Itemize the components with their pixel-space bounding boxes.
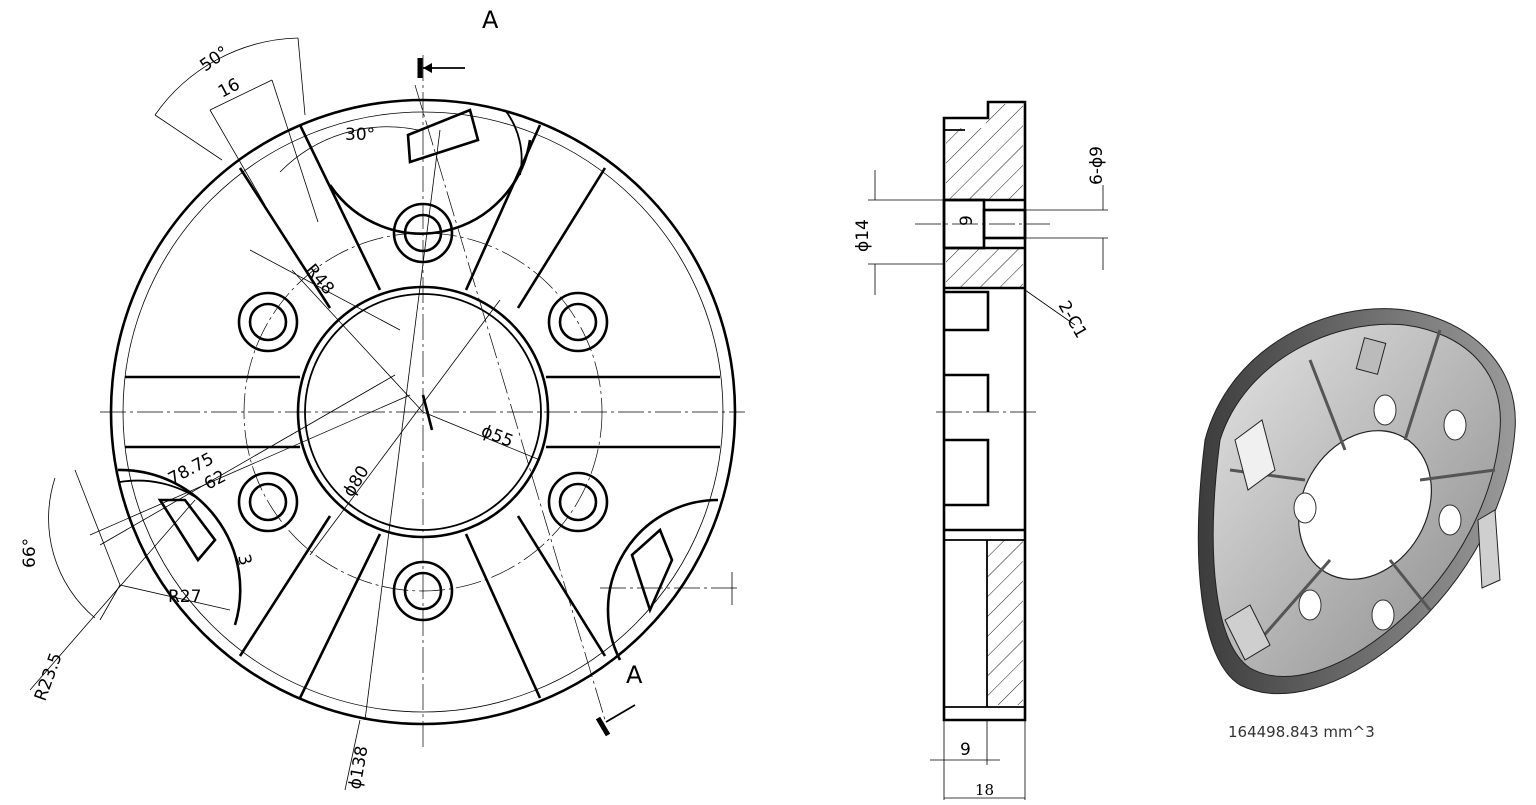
pitch-circle-r48 (243, 232, 603, 592)
dim-angle-50: 50° (196, 42, 232, 76)
section-label-bottom: A (626, 661, 643, 689)
front-view-dimensions: 50° 16 30° R48 ϕ55 ϕ80 78.75 62 3 66° R2… (20, 6, 643, 791)
iso-hole-6 (1371, 599, 1395, 631)
bolt-hole-lower-left (237, 471, 299, 533)
dim-diameter-55: ϕ55 (478, 421, 516, 452)
central-bore (296, 285, 550, 539)
dim-length-9-bottom: 9 (960, 740, 971, 760)
dim-length-18: 18 (975, 781, 994, 799)
dim-radius-27: R27 (168, 587, 201, 607)
iso-hole-2 (1443, 409, 1467, 441)
section-view (915, 100, 1050, 722)
claw-arc-lower-right (606, 498, 719, 661)
section-view-dimensions: 6-ϕ9 ϕ14 9 2-C1 9 18 (853, 146, 1108, 800)
bolt-hole-upper-left (237, 291, 299, 353)
isometric-view (1197, 308, 1516, 695)
section-marker-bottom (595, 716, 611, 737)
dim-length-16: 16 (215, 75, 243, 103)
front-view (100, 55, 745, 750)
dim-angle-30: 30° (345, 125, 375, 145)
iso-bore (1298, 430, 1432, 580)
dim-radius-48: R48 (301, 260, 338, 298)
hatched-top (946, 104, 1023, 200)
iso-hole-5 (1298, 589, 1322, 621)
dim-length-3: 3 (233, 552, 255, 568)
section-label-top: A (482, 6, 499, 34)
claw-arc-top (328, 139, 532, 235)
iso-hole-3 (1293, 492, 1317, 524)
dim-diameter-14: ϕ14 (853, 219, 873, 252)
dim-chamfer-2-c1: 2-C1 (1054, 298, 1091, 342)
volume-readout: 164498.843 mm^3 (1228, 723, 1375, 741)
dim-radius-23-5: R23.5 (31, 650, 67, 704)
iso-hole-4 (1438, 504, 1462, 536)
outer-contour (109, 98, 737, 726)
iso-hole-1 (1373, 394, 1397, 426)
dim-diameter-80: ϕ80 (339, 462, 373, 500)
dim-diameter-138: ϕ138 (345, 744, 372, 790)
bolt-hole-lower-right (547, 471, 609, 533)
dim-length-9-side: 9 (957, 215, 977, 226)
bolt-hole-upper-right (547, 291, 609, 353)
radial-slots (238, 124, 607, 699)
hatched-lower-top (946, 248, 1023, 288)
dim-angle-66: 66° (20, 538, 40, 568)
dim-holes-6-dia-9: 6-ϕ9 (1087, 146, 1107, 185)
hatched-bottom (987, 540, 1023, 705)
bolt-hole-bottom (392, 560, 454, 622)
iso-key (1355, 337, 1387, 375)
claw-arc-lower-left (117, 468, 242, 626)
outer-ring-inner (122, 111, 724, 713)
section-line-a-a (414, 84, 606, 721)
